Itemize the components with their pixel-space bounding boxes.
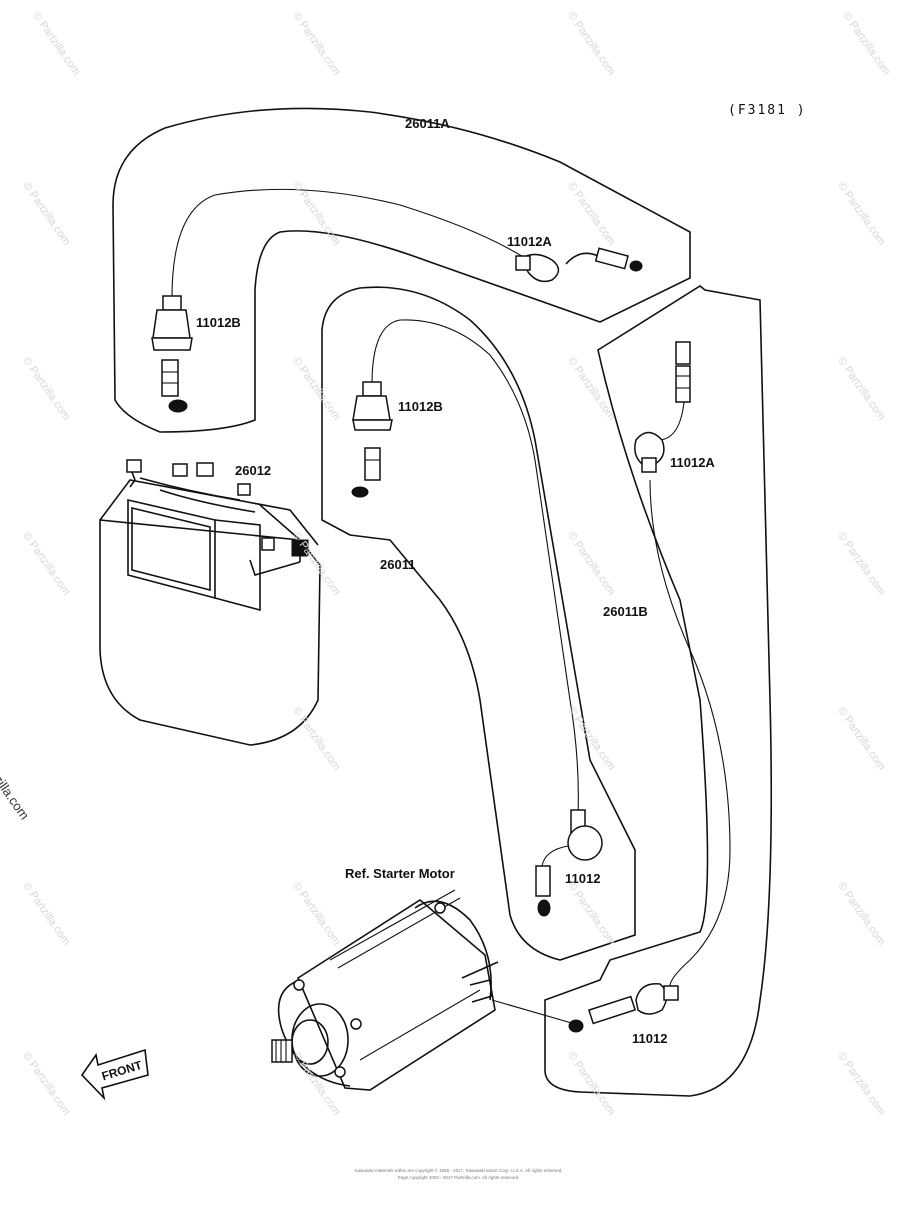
wire-26011b xyxy=(649,401,731,987)
label-26012: 26012 xyxy=(235,463,272,478)
cable-26011a-outline xyxy=(112,107,691,433)
battery-26012 xyxy=(99,459,321,746)
starter-motor xyxy=(271,889,499,1091)
leader-starter-terminal xyxy=(491,999,576,1025)
cable-26011-outline xyxy=(321,286,636,961)
wire-26011 xyxy=(371,319,579,816)
terminal-11012-bottom xyxy=(568,983,679,1033)
wire-26011a xyxy=(171,188,526,299)
footer-copyright-2: Page copyright 2003 - 2017 Partzilla.com… xyxy=(397,1175,520,1180)
label-26011b: 26011B xyxy=(603,604,648,619)
label-26011: 26011 xyxy=(380,557,416,572)
label-11012b-mid: 11012B xyxy=(398,399,443,414)
label-11012-mid: 11012 xyxy=(565,871,601,886)
front-arrow xyxy=(80,1048,149,1101)
footer-copyright-1: Kawasaki materials within are copyright … xyxy=(354,1168,563,1173)
terminal-11012-mid xyxy=(535,809,603,917)
label-26011a: 26011A xyxy=(405,116,450,131)
label-11012b-left: 11012B xyxy=(196,315,241,330)
cap-11012b-left xyxy=(151,295,193,413)
cap-11012b-mid xyxy=(351,381,393,498)
label-11012a-top: 11012A xyxy=(507,234,552,249)
label-11012a-right: 11012A xyxy=(670,455,715,470)
label-starter-motor: Ref. Starter Motor xyxy=(345,866,455,881)
figure-code: (F3181 ) xyxy=(728,103,807,118)
label-11012-bottom: 11012 xyxy=(632,1031,668,1046)
terminal-11012a-right xyxy=(634,341,691,473)
terminal-11012a-top xyxy=(515,247,643,283)
cable-26011b-outline xyxy=(544,285,773,1097)
